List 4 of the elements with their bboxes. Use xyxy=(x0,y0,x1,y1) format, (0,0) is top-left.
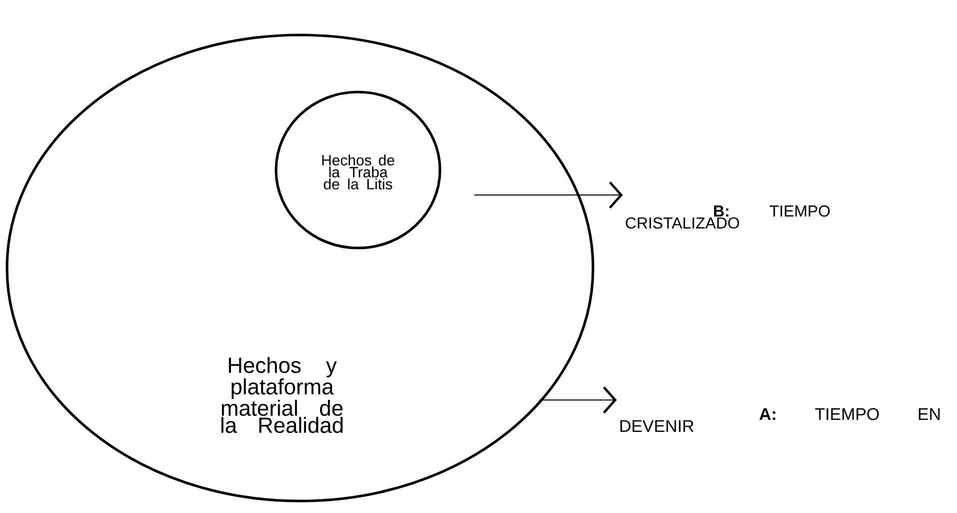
arrow xyxy=(538,386,617,414)
arrow xyxy=(474,181,623,209)
tag-text: B: TIEMPO CRISTALIZADO xyxy=(626,205,830,229)
tag-text: A: TIEMPO EN DEVENIR xyxy=(620,408,940,432)
